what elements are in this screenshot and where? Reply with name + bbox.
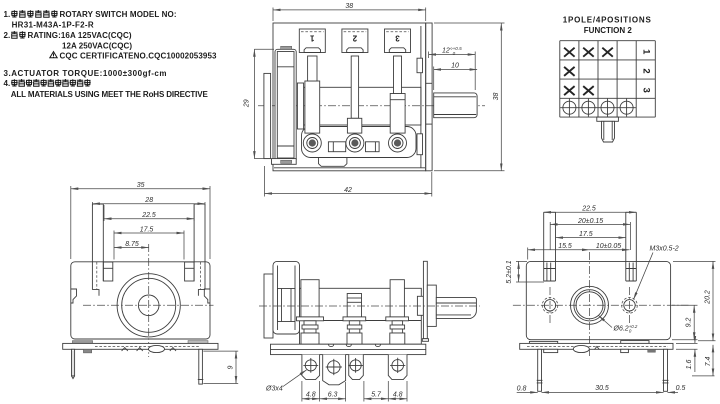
svg-text:38: 38 (493, 93, 500, 101)
svg-text:17.5: 17.5 (140, 226, 154, 233)
svg-text:0.5: 0.5 (676, 385, 686, 392)
svg-text:38: 38 (345, 3, 353, 10)
svg-text:22.5: 22.5 (141, 212, 156, 219)
svg-text:Ø6.2+0.20: Ø6.2+0.20 (613, 324, 638, 334)
svg-text:ROTARY SWITCH MODEL NO:: ROTARY SWITCH MODEL NO: (60, 10, 177, 19)
svg-text:1: 1 (641, 49, 652, 55)
svg-text:4.8: 4.8 (306, 391, 316, 398)
svg-text:1.6: 1.6 (686, 360, 693, 370)
svg-text:0.8: 0.8 (517, 385, 527, 392)
svg-text:5.2±0.1: 5.2±0.1 (506, 260, 513, 283)
svg-text:10±0.05: 10±0.05 (596, 243, 621, 250)
svg-text:2.: 2. (4, 31, 11, 40)
svg-text:9.2: 9.2 (686, 318, 693, 328)
svg-text:2: 2 (641, 68, 652, 73)
svg-text:M3x0.5-2: M3x0.5-2 (650, 246, 679, 253)
svg-text:12°+0.50: 12°+0.50 (442, 46, 462, 56)
svg-text:HR31-M43A-1P-F2-R: HR31-M43A-1P-F2-R (12, 20, 94, 29)
svg-text:15.5: 15.5 (558, 243, 572, 250)
svg-text:30.5: 30.5 (595, 385, 609, 392)
svg-text:1POLE/4POSITIONS: 1POLE/4POSITIONS (563, 16, 652, 25)
svg-text:FUNCTION 2: FUNCTION 2 (584, 26, 633, 35)
svg-text:3.ACTUATOR TORQUE:1000±300gf-c: 3.ACTUATOR TORQUE:1000±300gf-cm (4, 69, 167, 78)
svg-text:20±0.15: 20±0.15 (577, 218, 603, 225)
svg-text:8.75: 8.75 (125, 241, 139, 248)
svg-text:1: 1 (310, 34, 315, 43)
svg-text:10: 10 (451, 63, 459, 70)
svg-text:3: 3 (641, 88, 652, 93)
svg-text:42: 42 (344, 187, 352, 194)
svg-text:3: 3 (395, 34, 400, 43)
svg-text:22.5: 22.5 (581, 206, 596, 213)
svg-text:Ø3x4: Ø3x4 (265, 386, 283, 393)
svg-text:17.5: 17.5 (579, 231, 593, 238)
svg-text:28: 28 (144, 197, 153, 204)
svg-text:1.: 1. (4, 10, 11, 19)
svg-text:5.7: 5.7 (371, 391, 382, 398)
svg-text:29: 29 (243, 99, 250, 108)
svg-text:4.8: 4.8 (393, 391, 403, 398)
svg-text:9: 9 (227, 365, 234, 369)
svg-text:2: 2 (352, 34, 357, 43)
svg-text:12A 250VAC(CQC): 12A 250VAC(CQC) (62, 41, 132, 50)
svg-text:35: 35 (137, 182, 145, 189)
svg-text:4.: 4. (4, 79, 11, 88)
svg-text:7.4: 7.4 (705, 357, 712, 367)
svg-text:20.2: 20.2 (705, 290, 712, 305)
svg-text:ALL MATERIALS USING MEET THE R: ALL MATERIALS USING MEET THE RoHS DIRECT… (11, 90, 209, 99)
svg-text:RATING:16A 125VAC(CQC): RATING:16A 125VAC(CQC) (28, 31, 132, 40)
svg-text:CQC CERTIFICATENO.CQC100020539: CQC CERTIFICATENO.CQC10002053953 (60, 51, 218, 60)
svg-text:6.3: 6.3 (328, 391, 338, 398)
